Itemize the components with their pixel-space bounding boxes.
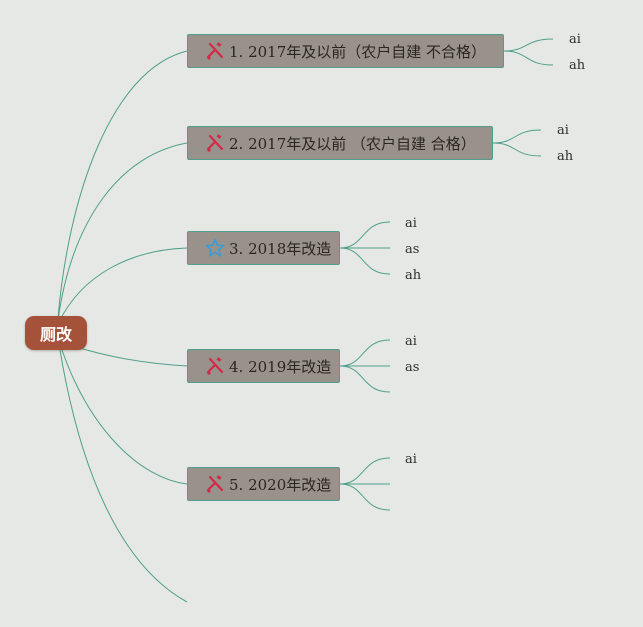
leaf-4-2[interactable]: as — [405, 360, 420, 375]
star-icon — [205, 238, 225, 258]
topic-1[interactable]: 1. 2017年及以前（农户自建 不合格） — [187, 34, 504, 68]
topic-5-label: 5. 2020年改造 — [229, 475, 332, 494]
root-connector-5 — [61, 349, 188, 485]
leaf-connector-3-1 — [339, 221, 391, 249]
root-connector-3 — [58, 247, 188, 323]
topic-4[interactable]: 4. 2019年改造 — [187, 349, 340, 383]
leaf-connector-5-1 — [339, 457, 391, 485]
leaf-connector-3-3 — [339, 247, 391, 275]
tools-icon — [205, 356, 225, 376]
tools-icon — [205, 41, 225, 61]
leaf-4-1[interactable]: ai — [405, 334, 417, 349]
leaf-connector-2-1 — [492, 129, 542, 144]
leaf-connector-5-3 — [339, 483, 391, 511]
leaf-connector-1-1 — [503, 38, 554, 52]
topic-4-label: 4. 2019年改造 — [229, 357, 332, 376]
leaf-1-2[interactable]: ah — [569, 58, 586, 73]
tools-icon — [205, 474, 225, 494]
root-label: 厕改 — [39, 325, 72, 344]
topic-1-label: 1. 2017年及以前（农户自建 不合格） — [229, 42, 487, 61]
root-connector-4 — [69, 344, 188, 367]
leaf-2-1[interactable]: ai — [557, 123, 569, 138]
topic-5[interactable]: 5. 2020年改造 — [187, 467, 340, 501]
root-connector-1 — [57, 50, 188, 319]
leaf-3-2[interactable]: as — [405, 242, 420, 257]
leaf-3-1[interactable]: ai — [405, 216, 417, 231]
leaf-5-1[interactable]: ai — [405, 452, 417, 467]
leaf-connector-4-3 — [339, 365, 391, 393]
topic-2-label: 2. 2017年及以前 （农户自建 合格） — [229, 134, 476, 153]
root-node[interactable]: 厕改 — [25, 316, 87, 350]
topic-2[interactable]: 2. 2017年及以前 （农户自建 合格） — [187, 126, 493, 160]
leaf-3-3[interactable]: ah — [405, 268, 422, 283]
leaf-2-2[interactable]: ah — [557, 149, 574, 164]
leaf-connector-4-1 — [339, 339, 391, 367]
leaf-connector-2-2 — [492, 142, 542, 157]
root-connector-2 — [57, 142, 188, 321]
tools-icon — [205, 133, 225, 153]
leaf-1-1[interactable]: ai — [569, 32, 581, 47]
topic-3[interactable]: 3. 2018年改造 — [187, 231, 340, 265]
topic-3-label: 3. 2018年改造 — [229, 239, 332, 258]
leaf-connector-1-2 — [503, 50, 554, 66]
root-connector-6 — [59, 349, 188, 603]
